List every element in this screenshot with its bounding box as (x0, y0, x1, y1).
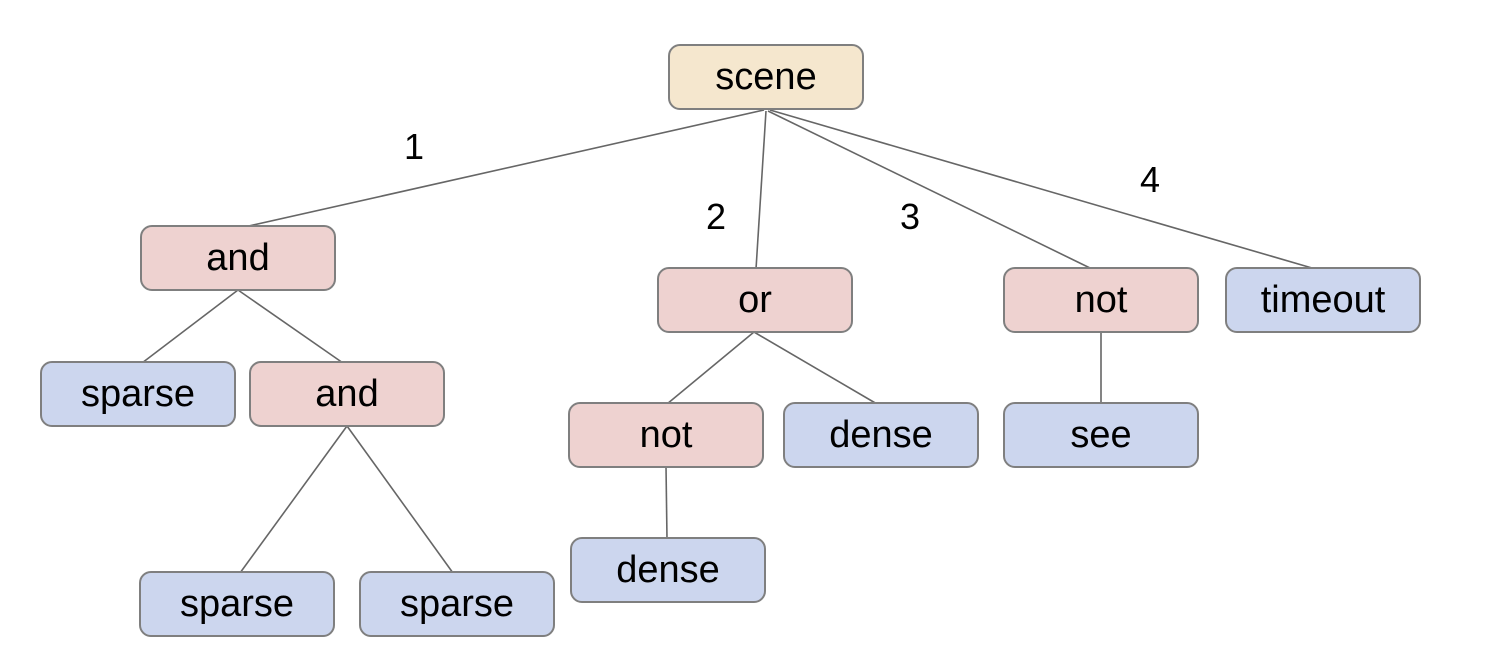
edge-label-1: 1 (403, 126, 425, 167)
edge-not2-dense (665, 465, 668, 540)
edge-scene-timeout (769, 109, 1313, 269)
node-sparse-1: sparse (40, 361, 236, 427)
edge-and2-sparse-right (346, 425, 454, 574)
node-not-2: not (568, 402, 764, 468)
edge-and2-sparse-left (239, 425, 348, 574)
edge-and-and (237, 289, 344, 364)
edge-scene-or (755, 110, 767, 270)
node-scene: scene (668, 44, 864, 110)
edge-scene-not (767, 110, 1091, 269)
edge-and-sparse (141, 289, 239, 364)
node-timeout: timeout (1225, 267, 1421, 333)
node-or: or (657, 267, 853, 333)
edge-or-not (666, 331, 755, 405)
edge-label-2: 2 (705, 196, 727, 237)
node-sparse-2: sparse (139, 571, 335, 637)
node-not-1: not (1003, 267, 1199, 333)
node-sparse-3: sparse (359, 571, 555, 637)
edge-scene-and (239, 109, 765, 229)
edge-or-dense (753, 331, 878, 405)
node-see: see (1003, 402, 1199, 468)
edge-label-3: 3 (899, 196, 921, 237)
node-and-1: and (140, 225, 336, 291)
node-and-2: and (249, 361, 445, 427)
edge-label-4: 4 (1139, 159, 1161, 200)
node-dense-2: dense (570, 537, 766, 603)
node-dense-1: dense (783, 402, 979, 468)
